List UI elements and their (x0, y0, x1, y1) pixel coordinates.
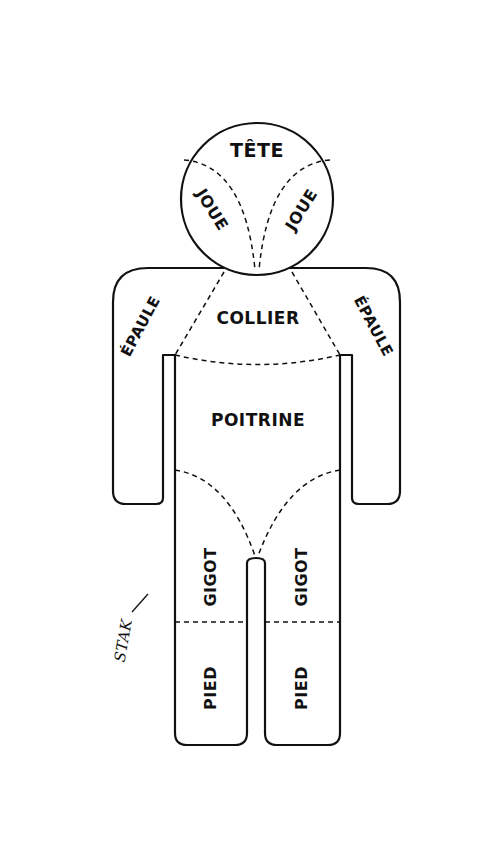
signature-flourish (132, 594, 148, 612)
leg-cut-line (175, 621, 247, 623)
breast-label: POITRINE (211, 412, 305, 429)
cheek-cut-line (259, 160, 330, 270)
leg-cut-line (265, 621, 340, 623)
leg-label: GIGOT (294, 547, 310, 606)
collar-label: COLLIER (216, 310, 299, 327)
breast-cut-line (175, 470, 255, 556)
breast-cut-line (258, 470, 340, 556)
shoulder-label: ÉPAULE (351, 293, 395, 358)
collar-cut-line (175, 355, 340, 365)
leg-label: GIGOT (203, 547, 219, 606)
torso-legs-outline (175, 355, 340, 745)
foot-label: PIED (294, 666, 310, 710)
left-arm-outline (113, 268, 400, 504)
head-outline (181, 123, 333, 275)
cheek-cut-line (184, 160, 255, 270)
shoulder-label: ÉPAULE (119, 293, 163, 358)
head-label: TÊTE (230, 141, 284, 160)
foot-label: PIED (203, 666, 219, 710)
signature: STAK (113, 617, 135, 662)
